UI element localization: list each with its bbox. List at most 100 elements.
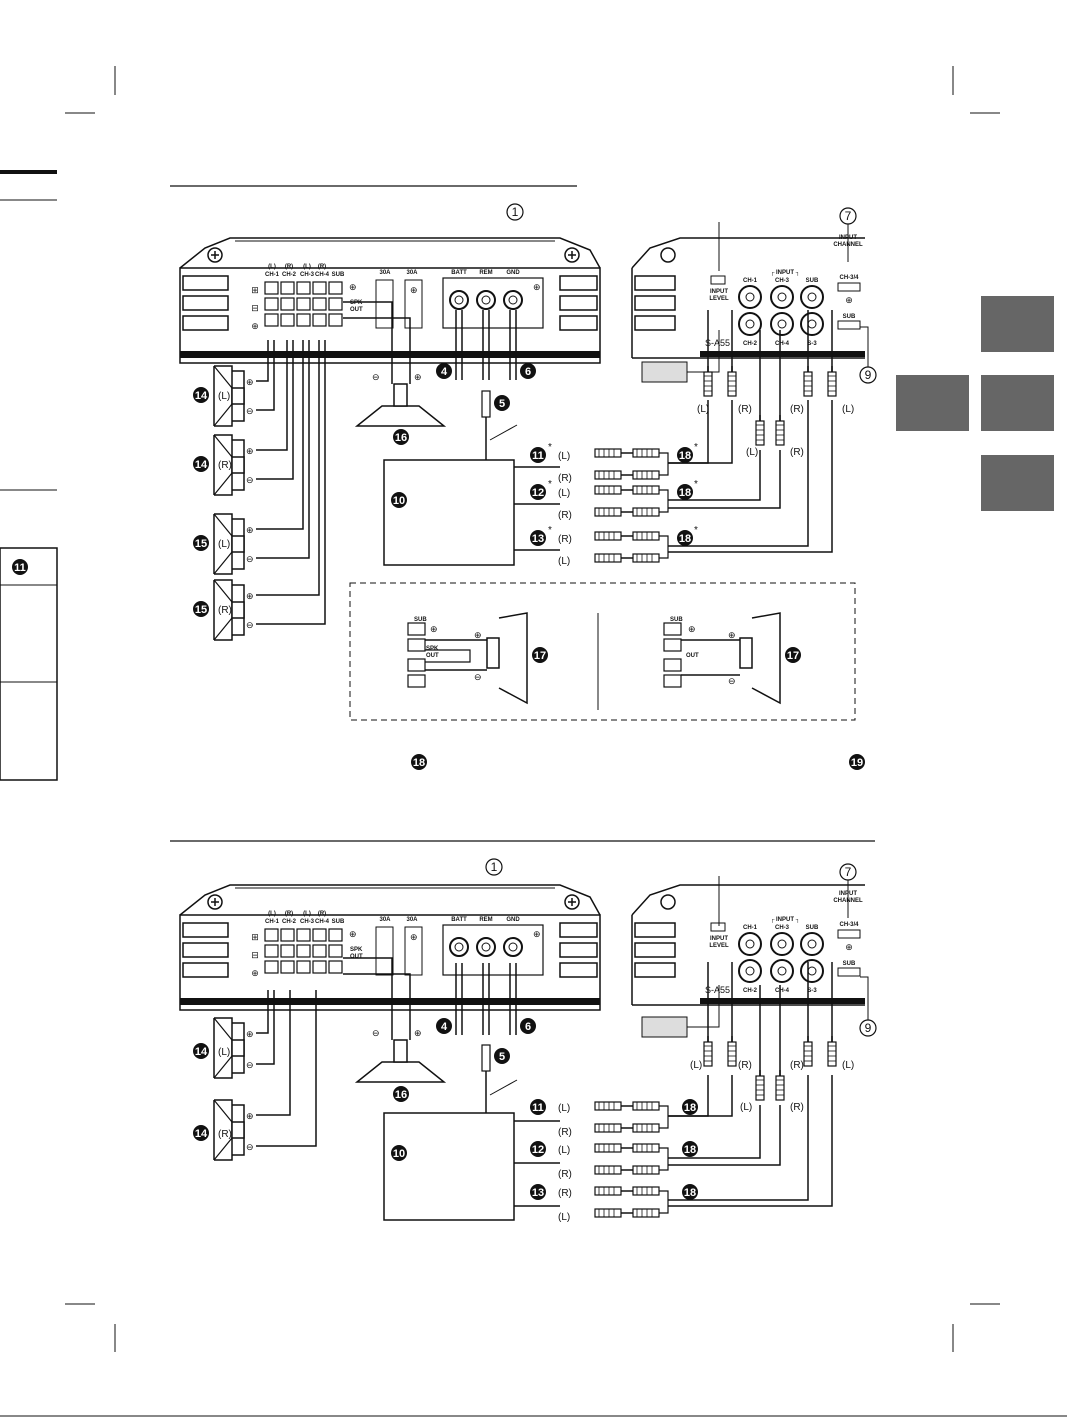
terminal-channel-side: (L) bbox=[303, 264, 311, 270]
speaker-wire bbox=[256, 340, 294, 480]
input-level-switch bbox=[710, 922, 726, 932]
speaker-magnet bbox=[231, 601, 245, 619]
plus-terminal: ⊕ bbox=[414, 372, 422, 382]
speaker-terminal bbox=[312, 960, 327, 974]
ref-1-number: 1 bbox=[491, 860, 498, 874]
margin-box bbox=[0, 547, 58, 781]
asterisk-mark: * bbox=[548, 479, 552, 490]
minus-terminal: ⊖ bbox=[246, 1060, 254, 1070]
rca-channel-label: (L) bbox=[558, 1103, 570, 1114]
heatsink-fin bbox=[634, 275, 676, 291]
side-tab bbox=[981, 455, 1054, 511]
speaker-cone bbox=[213, 579, 233, 641]
ref-18-number: 18 bbox=[684, 1187, 696, 1199]
speaker-terminal bbox=[407, 622, 426, 636]
rca-channel-label: (L) bbox=[558, 556, 570, 567]
fuse-holder bbox=[404, 926, 423, 976]
input-jack-label: SUB bbox=[806, 925, 819, 931]
rca-cable bbox=[659, 535, 669, 559]
terminal-minus-row: ⊟ bbox=[251, 950, 259, 960]
heatsink-fin bbox=[634, 295, 676, 311]
sub-terminal-label: SUB bbox=[670, 617, 683, 623]
speaker-magnet bbox=[231, 1121, 245, 1139]
power-terminal-nut bbox=[508, 942, 518, 952]
rca-input-pin bbox=[745, 292, 755, 302]
sub-switch-label: SUB bbox=[843, 961, 856, 967]
speaker bbox=[213, 1099, 245, 1161]
power-terminal-nut bbox=[454, 295, 464, 305]
ref-13-number: 13 bbox=[532, 533, 544, 545]
speaker-terminal bbox=[280, 944, 295, 958]
ref-6 bbox=[520, 363, 536, 379]
rca-plug-pair bbox=[627, 1101, 660, 1133]
sub-wire bbox=[343, 957, 393, 1040]
rca-channel-label: (R) bbox=[558, 473, 572, 484]
ref-18 bbox=[677, 530, 693, 546]
fuse-ground: ⊕ bbox=[410, 285, 418, 295]
heatsink-fin bbox=[182, 962, 229, 978]
rca-input-label: (L) bbox=[842, 1060, 854, 1071]
speaker-terminal bbox=[328, 313, 343, 327]
sub-wire bbox=[343, 973, 411, 1040]
power-terminal-block bbox=[442, 277, 544, 329]
speaker-terminal bbox=[296, 313, 311, 327]
rca-cable bbox=[668, 1075, 733, 1117]
rca-input-label: (R) bbox=[738, 1060, 752, 1071]
ref-11-number: 11 bbox=[532, 1102, 544, 1114]
speaker-wire bbox=[256, 340, 269, 382]
amp-body bbox=[179, 267, 601, 364]
rca-input-label: (R) bbox=[790, 1060, 804, 1071]
rca-plug-pair bbox=[627, 448, 660, 480]
speaker-terminal bbox=[312, 281, 327, 295]
speaker-terminal bbox=[407, 658, 426, 672]
rca-cable bbox=[668, 400, 833, 553]
speaker-cone bbox=[214, 513, 233, 575]
rca-input-label: (L) bbox=[746, 447, 758, 458]
rca-cable bbox=[659, 489, 669, 513]
heatsink-fin bbox=[182, 275, 229, 291]
power-terminal-block bbox=[442, 924, 544, 976]
speaker-magnet bbox=[231, 456, 245, 474]
ref-15 bbox=[193, 601, 209, 617]
power-terminal-label: GND bbox=[506, 917, 520, 923]
ref-15 bbox=[193, 535, 209, 551]
ref-14-number: 14 bbox=[195, 1128, 208, 1140]
speaker bbox=[213, 1017, 245, 1079]
heatsink-fin bbox=[182, 922, 229, 938]
rca-input-pin bbox=[777, 939, 787, 949]
ref-1 bbox=[506, 203, 524, 221]
fuse-holder bbox=[375, 926, 394, 976]
head-unit bbox=[383, 1112, 515, 1221]
rca-plug-pair bbox=[594, 531, 627, 563]
external-box bbox=[641, 1016, 688, 1038]
ref-4 bbox=[436, 1018, 452, 1034]
rca-input-label: (R) bbox=[790, 447, 804, 458]
spk-out-text: OUT bbox=[426, 653, 439, 659]
rca-input-label: (L) bbox=[690, 1060, 702, 1071]
power-ground: ⊕ bbox=[533, 929, 541, 939]
speaker-wire bbox=[256, 340, 304, 530]
speaker-terminal bbox=[407, 674, 426, 688]
heatsink-fin bbox=[634, 922, 676, 938]
model-name: S-A55 bbox=[705, 985, 730, 995]
ref-12 bbox=[530, 484, 546, 500]
speaker-terminal bbox=[328, 928, 343, 942]
subwoofer-magnet bbox=[486, 637, 500, 669]
margin-badge bbox=[12, 559, 28, 575]
power-terminal-nut bbox=[481, 295, 491, 305]
ref-1-number: 1 bbox=[512, 205, 519, 219]
input-level-switch bbox=[710, 275, 726, 285]
leader-line bbox=[687, 985, 720, 1028]
speaker-terminal bbox=[264, 944, 279, 958]
heatsink-fin bbox=[182, 295, 229, 311]
terminal-channel-side: (R) bbox=[285, 264, 293, 270]
speaker-cone bbox=[213, 513, 233, 575]
speaker-terminal bbox=[264, 281, 279, 295]
screw bbox=[660, 247, 676, 263]
terminal-channel-name: CH-2 bbox=[282, 272, 297, 278]
model-name: S-A55 bbox=[705, 338, 730, 348]
